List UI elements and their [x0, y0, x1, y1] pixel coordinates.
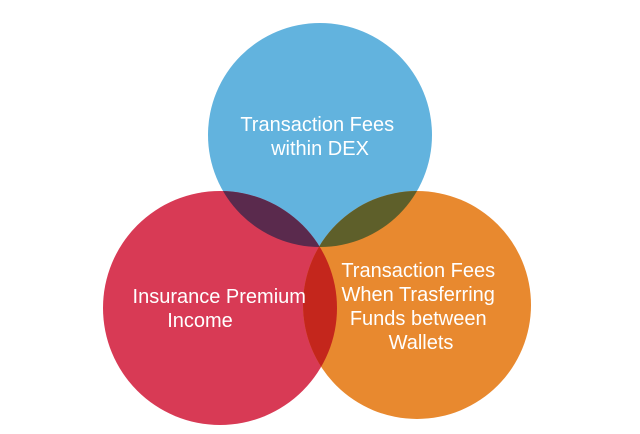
- label-top-line-1: Transaction Fees: [240, 114, 394, 136]
- circle-transaction-fees-dex: [208, 23, 432, 247]
- label-left-line-1: Insurance Premium: [133, 286, 306, 308]
- label-right-line-1: Transaction Fees: [341, 260, 495, 282]
- label-top-line-2: within DEX: [270, 138, 369, 160]
- label-right-line-4: Wallets: [389, 332, 454, 354]
- label-left-line-2: Income: [167, 310, 233, 332]
- label-right: Transaction Fees When Trasferring Funds …: [341, 260, 500, 354]
- label-left: Insurance Premium Income: [133, 286, 312, 332]
- label-right-line-3: Funds between: [350, 308, 487, 330]
- label-right-line-2: When Trasferring: [342, 284, 495, 306]
- label-top: Transaction Fees within DEX: [240, 114, 399, 160]
- circle-transaction-fees-wallets: [303, 191, 531, 419]
- circle-insurance-premium: [103, 191, 337, 425]
